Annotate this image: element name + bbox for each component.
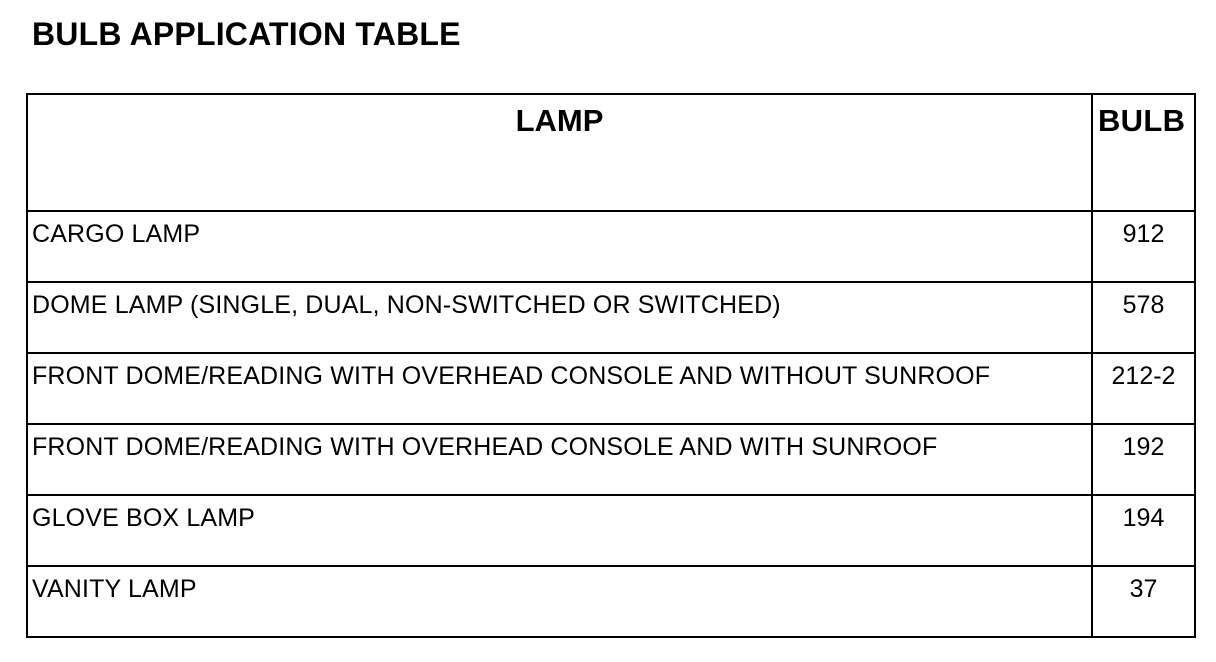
bulb-cell: 192 (1091, 423, 1196, 496)
bulb-application-table: LAMP BULB CARGO LAMP 912 DOME LAMP (SING… (26, 93, 1196, 638)
table-row: VANITY LAMP 37 (26, 565, 1196, 638)
table-header-row: LAMP BULB (26, 93, 1196, 212)
lamp-cell: VANITY LAMP (26, 565, 1093, 638)
table-row: GLOVE BOX LAMP 194 (26, 494, 1196, 567)
table-row: FRONT DOME/READING WITH OVERHEAD CONSOLE… (26, 423, 1196, 496)
bulb-cell: 578 (1091, 281, 1196, 354)
table-row: DOME LAMP (SINGLE, DUAL, NON-SWITCHED OR… (26, 281, 1196, 354)
bulb-cell: 37 (1091, 565, 1196, 638)
lamp-cell: DOME LAMP (SINGLE, DUAL, NON-SWITCHED OR… (26, 281, 1093, 354)
page-title: BULB APPLICATION TABLE (32, 16, 461, 52)
bulb-cell: 912 (1091, 210, 1196, 283)
column-header-lamp: LAMP (26, 93, 1093, 212)
bulb-cell: 194 (1091, 494, 1196, 567)
bulb-cell: 212-2 (1091, 352, 1196, 425)
table-row: FRONT DOME/READING WITH OVERHEAD CONSOLE… (26, 352, 1196, 425)
lamp-cell: GLOVE BOX LAMP (26, 494, 1093, 567)
lamp-cell: CARGO LAMP (26, 210, 1093, 283)
table-row: CARGO LAMP 912 (26, 210, 1196, 283)
column-header-bulb: BULB (1091, 93, 1196, 212)
lamp-cell: FRONT DOME/READING WITH OVERHEAD CONSOLE… (26, 352, 1093, 425)
lamp-cell: FRONT DOME/READING WITH OVERHEAD CONSOLE… (26, 423, 1093, 496)
